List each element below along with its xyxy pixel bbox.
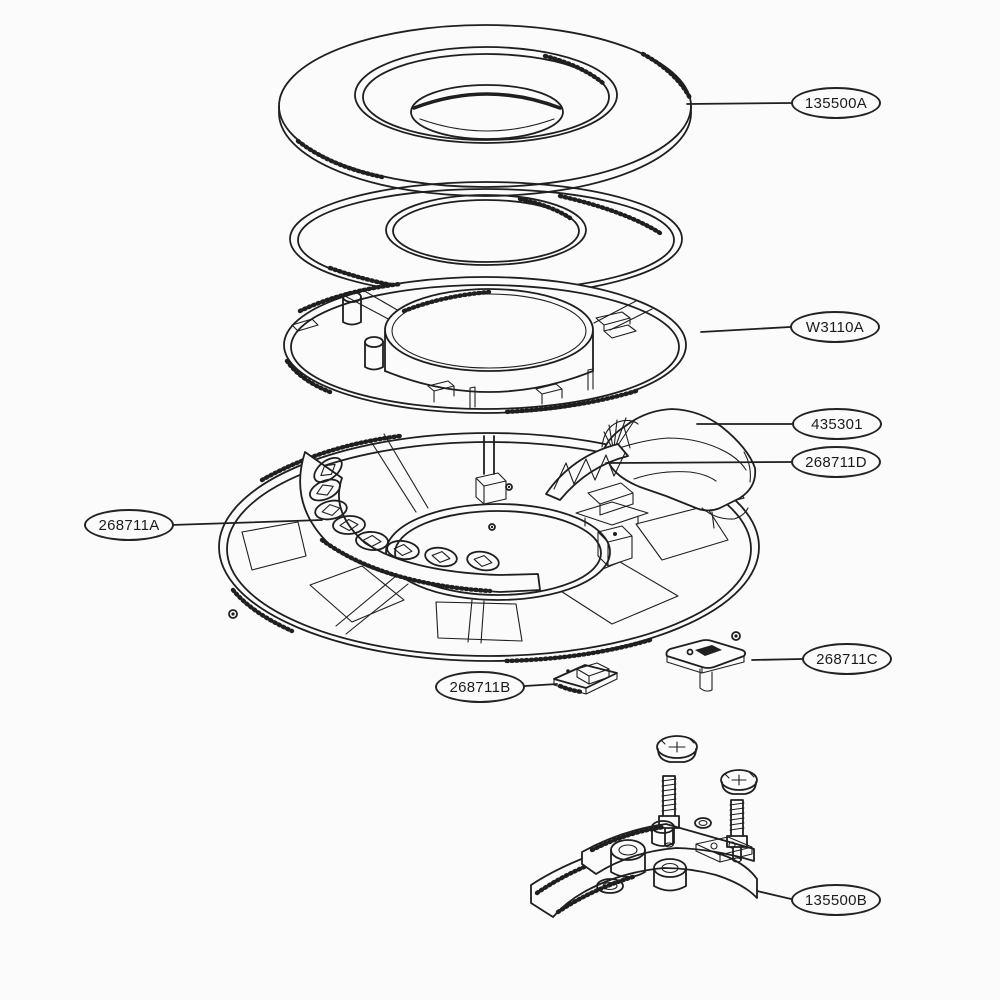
part-base-frame <box>218 432 760 664</box>
bolt-2 <box>726 799 748 863</box>
part-burner-body <box>283 276 687 415</box>
callout-268711C[interactable]: 268711C <box>802 643 892 675</box>
callout-W3110A[interactable]: W3110A <box>790 311 880 343</box>
callout-135500A[interactable]: 135500A <box>791 87 881 119</box>
hex-nut-1 <box>656 735 698 763</box>
callout-268711D[interactable]: 268711D <box>791 446 881 478</box>
callout-135500B[interactable]: 135500B <box>791 884 881 916</box>
part-burner-cap <box>278 24 693 197</box>
part-bottom-assembly <box>530 735 758 918</box>
callout-268711B[interactable]: 268711B <box>435 671 525 703</box>
part-igniter-bracket <box>545 443 649 527</box>
callout-268711A[interactable]: 268711A <box>84 509 174 541</box>
hex-nut-2 <box>720 769 758 795</box>
leader-lines <box>170 102 803 900</box>
part-housing <box>601 408 757 529</box>
part-bracket-c <box>665 631 747 692</box>
callout-435301[interactable]: 435301 <box>792 408 882 440</box>
bolt-1 <box>658 775 680 848</box>
crescent-holes <box>309 456 500 572</box>
part-bracket-b <box>553 662 618 695</box>
